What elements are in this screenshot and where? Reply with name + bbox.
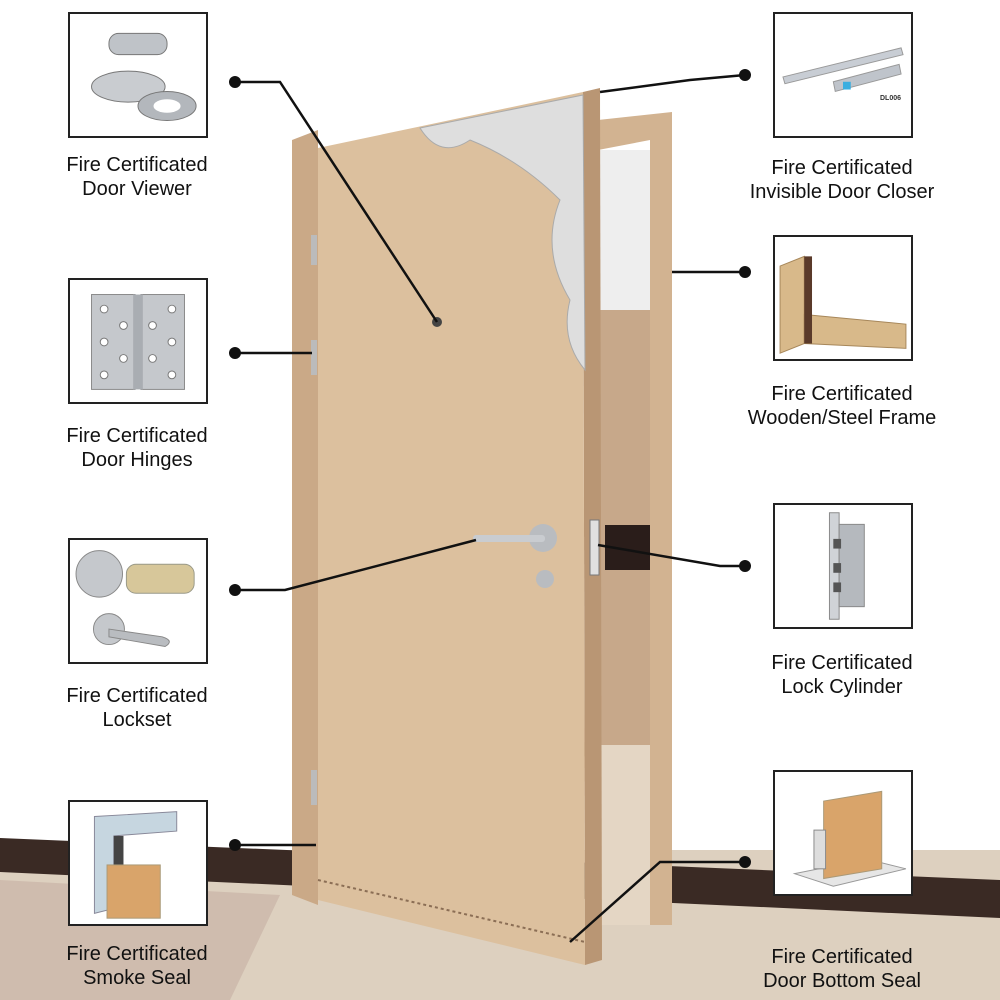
door-leaf: [318, 92, 585, 965]
door-bottom-seal-image: [773, 770, 913, 896]
label-line: Door Bottom Seal: [763, 970, 921, 992]
lock-faceplate: [589, 519, 600, 576]
hinge: [311, 340, 317, 375]
frame-right: [598, 112, 672, 925]
door-closer-image: DL006: [773, 12, 913, 138]
label-line: Fire Certificated: [771, 157, 913, 179]
door-hinges-image: [68, 278, 208, 404]
smoke-seal-icon: [93, 811, 178, 919]
label-line: Lockset: [102, 709, 172, 731]
cylinder-escutcheon: [536, 570, 554, 588]
label-line: Smoke Seal: [83, 967, 191, 989]
label-line: Fire Certificated: [66, 943, 208, 965]
hinge: [311, 770, 317, 805]
label-line: Fire Certificated: [771, 946, 913, 968]
hinge: [311, 235, 317, 265]
door-core-cutaway: [419, 94, 586, 372]
leader-lines: [235, 73, 746, 943]
leader-dots: [229, 69, 751, 868]
label-line: Fire Certificated: [66, 685, 208, 707]
label-line: Invisible Door Closer: [749, 181, 935, 203]
door-bottom-seal-icon: [792, 790, 907, 887]
door-hinge-icon: [91, 294, 185, 390]
label-line: Fire Certificated: [66, 154, 208, 176]
closer-model-code: DL006: [879, 95, 901, 102]
door-viewer-image: [68, 12, 208, 138]
label-line: Door Hinges: [81, 449, 193, 471]
door-frame-icon: [779, 255, 907, 354]
label-line: Fire Certificated: [771, 652, 913, 674]
lockset-image: [68, 538, 208, 664]
label-line: Fire Certificated: [771, 383, 913, 405]
lock-cylinder-image: [773, 503, 913, 629]
label-line: Wooden/Steel Frame: [747, 407, 937, 429]
door-viewer-icon: [91, 32, 197, 121]
lockset-icon: [75, 550, 195, 648]
label-line: Fire Certificated: [66, 425, 208, 447]
label-line: Door Viewer: [82, 178, 192, 200]
door-frame-image: [773, 235, 913, 361]
label-line: Lock Cylinder: [781, 676, 903, 698]
smoke-seal-image: [68, 800, 208, 926]
lever-handle: [473, 535, 545, 542]
door-closer-icon: [782, 47, 904, 93]
lock-cylinder-icon: [828, 512, 865, 620]
frame-left: [292, 130, 318, 905]
